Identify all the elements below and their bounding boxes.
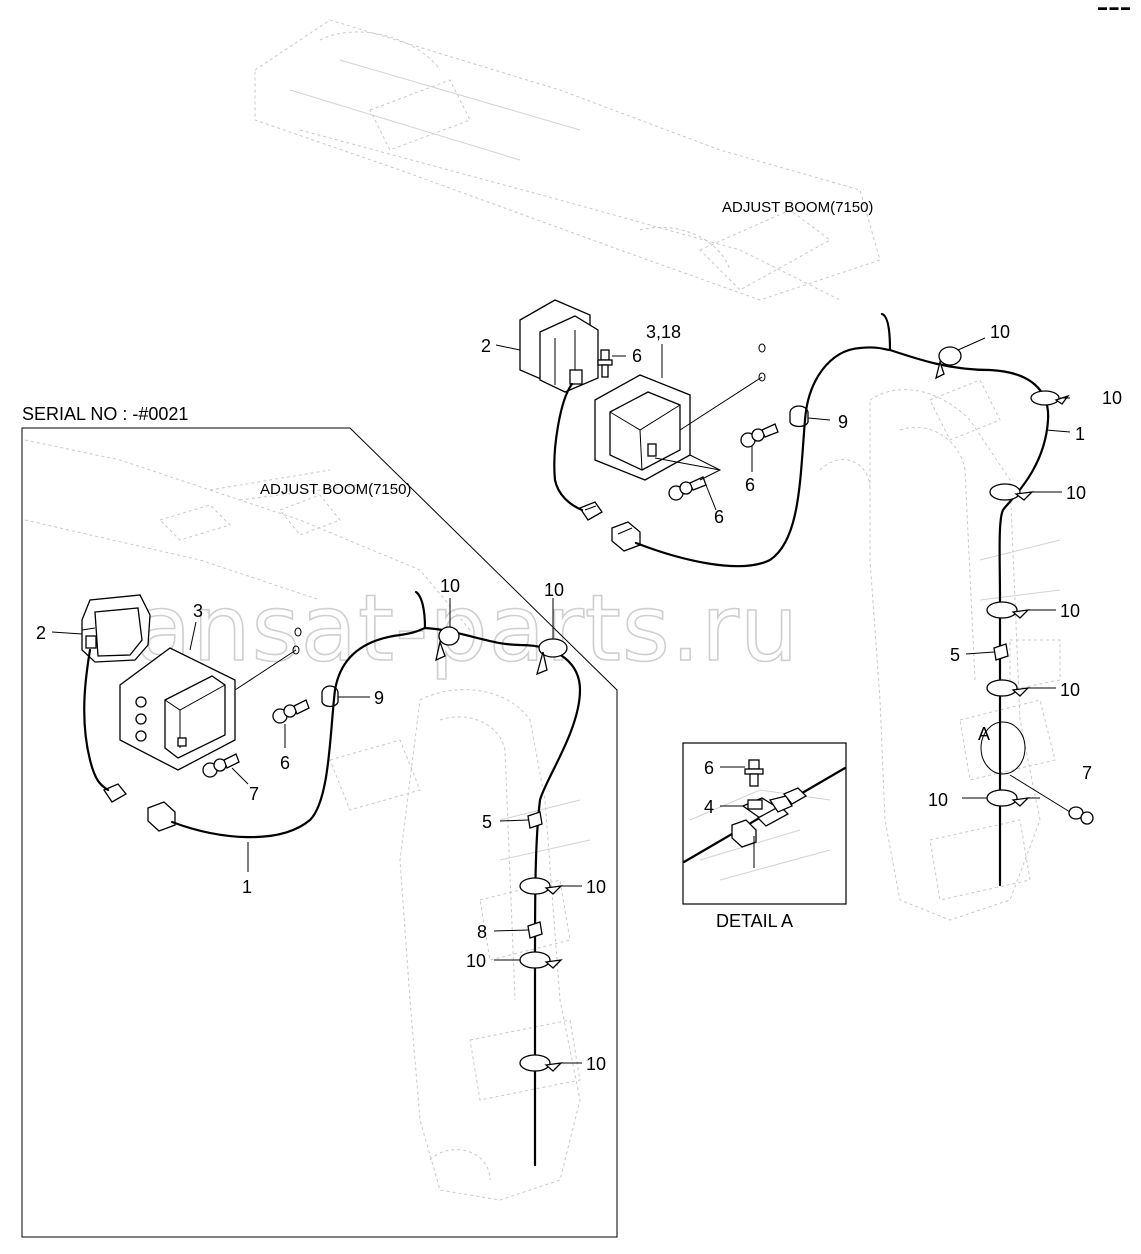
callout-top-10d: 10 bbox=[1060, 601, 1080, 621]
callout-inset-1: 1 bbox=[242, 877, 252, 897]
clip-9-top bbox=[789, 405, 809, 428]
detail-clip bbox=[756, 795, 793, 827]
detail-a-box bbox=[682, 742, 847, 905]
light-guard-top bbox=[594, 374, 691, 481]
detail-bolt-6 bbox=[744, 759, 764, 787]
callout-inset-5: 5 bbox=[482, 812, 492, 832]
harness-top bbox=[553, 346, 1050, 887]
callout-inset-9: 9 bbox=[374, 688, 384, 708]
callout-detail-6: 6 bbox=[704, 758, 714, 778]
connector-inset-b bbox=[147, 801, 176, 832]
clamp-10-t3 bbox=[989, 483, 1034, 501]
clamp-10-t5 bbox=[986, 679, 1030, 697]
callout-top-10a: 10 bbox=[990, 322, 1010, 342]
clamp-10-i4 bbox=[519, 951, 563, 969]
detail-connector-b bbox=[782, 787, 808, 805]
serial-inset bbox=[21, 427, 618, 1238]
bolt-7-top bbox=[1009, 774, 1094, 825]
clamp-10-t1 bbox=[935, 346, 962, 380]
callout-inset-3: 3 bbox=[193, 601, 203, 621]
clamp-10-i1 bbox=[435, 626, 460, 662]
bolt-6-upper bbox=[597, 349, 613, 378]
callout-top-9: 9 bbox=[838, 412, 848, 432]
ghost-boom-outline bbox=[254, 19, 1061, 921]
callout-top-6b: 6 bbox=[745, 475, 755, 495]
callout-inset-8: 8 bbox=[477, 922, 487, 942]
callout-inset-10a: 10 bbox=[440, 576, 460, 596]
detail-a-title: DETAIL A bbox=[716, 911, 793, 931]
clamp-10-t4 bbox=[986, 601, 1030, 619]
callout-inset-10d: 10 bbox=[466, 951, 486, 971]
clamp-10-t2 bbox=[1030, 390, 1070, 406]
adjust-boom-label-inset: ADJUST BOOM(7150) bbox=[260, 481, 411, 498]
connector-top-a bbox=[579, 501, 603, 521]
clip-5-top bbox=[993, 643, 1009, 661]
serial-inset-frame bbox=[21, 427, 618, 1238]
watermark-text: ansat-parts.ru bbox=[135, 575, 799, 682]
bolt-7-inset bbox=[202, 753, 240, 778]
callout-top-6a: 6 bbox=[632, 346, 642, 366]
bolt-6-lower bbox=[668, 476, 707, 501]
ghost-detail-outline bbox=[689, 789, 831, 881]
clamp-10-t6 bbox=[986, 789, 1030, 807]
callout-inset-10c: 10 bbox=[586, 877, 606, 897]
callout-inset-2: 2 bbox=[36, 623, 46, 643]
callout-inset-6: 6 bbox=[280, 753, 290, 773]
serial-no-label: SERIAL NO : -#0021 bbox=[22, 404, 188, 424]
callout-detail-4: 4 bbox=[704, 797, 714, 817]
callout-top-2: 2 bbox=[481, 336, 491, 356]
adjust-boom-label-top: ADJUST BOOM(7150) bbox=[722, 199, 873, 216]
clamp-10-i5 bbox=[519, 1054, 563, 1072]
detail-a-circle bbox=[980, 721, 1026, 775]
callout-inset-10e: 10 bbox=[586, 1054, 606, 1074]
callout-inset-10b: 10 bbox=[544, 580, 564, 600]
connector-inset-a bbox=[103, 783, 127, 803]
callout-top-10e: 10 bbox=[1060, 680, 1080, 700]
clamp-10-i3 bbox=[519, 877, 563, 895]
callout-top-10c: 10 bbox=[1066, 483, 1086, 503]
clip-5-inset bbox=[527, 811, 543, 829]
work-light-top bbox=[519, 299, 599, 393]
corner-mark: ▬ ▬ ▬ bbox=[1098, 2, 1130, 12]
callout-top-1: 1 bbox=[1075, 424, 1085, 444]
callout-top-7: 7 bbox=[1082, 763, 1092, 783]
callout-top-3-18: 3,18 bbox=[646, 322, 681, 342]
bolt-6-inset bbox=[272, 699, 310, 724]
top-assembly bbox=[495, 299, 1094, 887]
callout-top-10b: 10 bbox=[1102, 388, 1122, 408]
work-light-inset bbox=[81, 594, 151, 663]
callout-top-5: 5 bbox=[950, 645, 960, 665]
bolt-6-mid bbox=[740, 423, 779, 448]
clamp-10-i2 bbox=[536, 638, 568, 676]
harness-inset bbox=[83, 626, 582, 1167]
ghost-inset-outline bbox=[24, 439, 591, 1201]
clip-8-inset bbox=[527, 921, 543, 939]
connector-top-b bbox=[611, 521, 641, 552]
callout-top-10f: 10 bbox=[928, 790, 948, 810]
callout-top-6c: 6 bbox=[714, 507, 724, 527]
detail-a-marker: A bbox=[978, 724, 990, 744]
detail-connector-a bbox=[731, 819, 757, 848]
callout-inset-7: 7 bbox=[249, 784, 259, 804]
light-guard-inset bbox=[119, 647, 236, 771]
